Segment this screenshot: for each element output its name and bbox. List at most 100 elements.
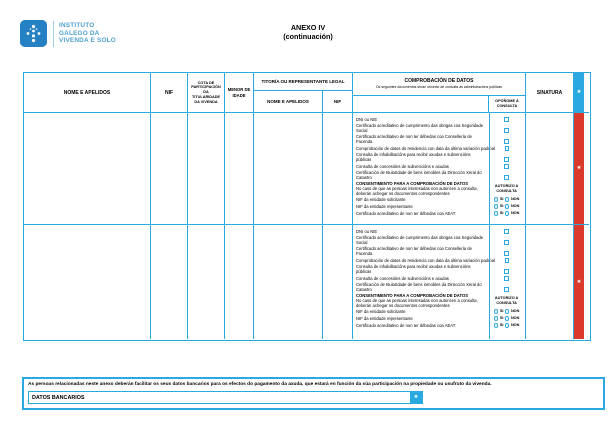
document-label: Certificación de titularidade de bens in… [356,281,482,292]
consent-item-label: NIF da entidade solicitante [356,196,406,202]
document-label: Certificado acreditativo de non ter débe… [356,133,472,144]
oppose-checkbox[interactable] [504,287,509,292]
row-1-nif-field[interactable] [151,225,188,339]
document-label: Comprobación de datos de residencia con … [356,257,495,263]
row-0-menor-field[interactable] [225,113,254,225]
required-strip-red: ✱ [574,113,584,224]
page-title: ANEXO IV (continuación) [0,23,616,41]
required-strip-red: ✱ [574,225,584,339]
authorize-line: AUTORIZO A [494,183,519,188]
logo-divider [53,20,54,47]
row-0-cota-field[interactable] [188,113,225,225]
document-label: Certificado acreditativo de cumprimento … [356,234,484,245]
row-1-required-strip: ✱ [574,225,589,339]
consent-item-label: Certificado acreditativo de non ter débe… [356,322,456,328]
oppose-checkbox[interactable] [504,251,509,256]
checkbox-cell [488,240,525,245]
row-1-titoria-nif-field[interactable] [323,225,353,339]
consent-text-block: CONSENTIMENTO PARA A COMPROBACIÓN DE DAT… [353,181,488,196]
checkbox-cell [488,128,525,133]
yes-radio[interactable] [493,204,499,209]
oppose-checkbox[interactable] [504,157,509,162]
document-item: Comprobación de datos de residencia con … [353,256,525,263]
checkbox-cell [488,164,525,169]
annex-table: NOME E APELIDOS NIF COTA DE PARTICIPACIÓ… [23,72,591,341]
row-0-sinatura-field[interactable] [526,113,574,225]
header-comprobacion-blank [353,96,489,113]
row-1-titoria-nome-field[interactable] [254,225,323,339]
header-comprobacion: COMPROBACIÓN DE DATOS Os seguintes docum… [353,73,526,96]
header-required-strip: ✱ [574,73,589,113]
oppose-checkbox[interactable] [504,128,509,133]
yes-label: SI [499,211,504,216]
no-radio[interactable] [504,204,510,209]
yes-radio[interactable] [493,211,499,216]
yes-radio[interactable] [493,309,499,314]
consent-item-label: NIF da entidade solicitante [356,308,406,314]
checkbox-cell [489,258,525,263]
igvs-logo: INSTITUTO GALEGO DA VIVENDA E SOLO [20,20,116,47]
document-label: Certificado acreditativo de non ter débe… [356,245,472,256]
authorize-header: AUTORIZO A CONSULTA [488,293,525,308]
oppose-checkbox[interactable] [504,175,509,180]
document-label: DNI ou NIE [356,116,378,122]
radio-group: SI NON [488,323,525,328]
row-1-nome-field[interactable] [24,225,151,339]
checkbox-cell [488,157,525,162]
document-label: Comprobación de datos de residencia con … [356,145,495,151]
consent-item-label: NIF da entidade representante [356,315,413,321]
document-label: DNI ou NIE [356,228,378,234]
row-0-nif-field[interactable] [151,113,188,225]
row-0-required-strip: ✱ [574,113,589,225]
checkbox-cell [488,251,525,256]
checkbox-cell [488,139,525,144]
igvs-logo-icon [20,20,47,47]
checkbox-cell [488,229,525,234]
document-item: Certificación de titularidade de bens in… [353,281,525,292]
oppose-checkbox[interactable] [504,117,509,122]
oppose-checkbox[interactable] [504,164,509,169]
row-1-sinatura-field[interactable] [526,225,574,339]
yes-radio[interactable] [493,197,499,202]
row-1-cota-field[interactable] [188,225,225,339]
header-sinatura: SINATURA [526,73,574,113]
no-label: NON [510,316,520,321]
consent-block: CONSENTIMENTO PARA A COMPROBACIÓN DE DAT… [353,293,525,308]
document-item: Certificado acreditativo de cumprimento … [353,122,525,133]
bank-data-field[interactable]: DATOS BANCARIOS ✱ [28,391,423,404]
no-radio[interactable] [504,309,510,314]
oppose-checkbox[interactable] [504,240,509,245]
no-radio[interactable] [504,316,510,321]
yes-label: SI [499,197,504,202]
yes-radio[interactable] [493,316,499,321]
row-0-nome-field[interactable] [24,113,151,225]
document-label: Consulta de inhabilitacións para recibir… [356,263,471,274]
header-nif: NIF [151,73,188,113]
oppose-checkbox[interactable] [504,139,509,144]
oppose-checkbox[interactable] [504,269,509,274]
annex-subtitle: (continuación) [283,32,333,41]
checkbox-cell [488,287,525,292]
radio-group: SI NON [488,204,525,209]
no-radio[interactable] [504,197,510,202]
yes-label: SI [499,316,504,321]
row-1-menor-field[interactable] [225,225,254,339]
row-0-titoria-nif-field[interactable] [323,113,353,225]
document-item: Certificación de titularidade de bens in… [353,169,525,180]
yes-radio[interactable] [493,323,499,328]
oppose-checkbox[interactable] [504,258,510,263]
document-label: Consulta de inhabilitacións para recibir… [356,151,471,162]
consent-title: CONSENTIMENTO PARA A COMPROBACIÓN DE DAT… [356,293,469,298]
oppose-checkbox[interactable] [504,146,510,151]
row-0-titoria-nome-field[interactable] [254,113,323,225]
yes-label: SI [499,204,504,209]
divider [489,113,490,224]
oppose-checkbox[interactable] [504,276,509,281]
no-radio[interactable] [504,211,510,216]
expand-button[interactable]: ✱ [410,392,422,403]
radio-group: SI NON [488,309,525,314]
no-radio[interactable] [504,323,510,328]
asterisk-icon: ✱ [577,89,581,95]
oppose-checkbox[interactable] [504,229,509,234]
